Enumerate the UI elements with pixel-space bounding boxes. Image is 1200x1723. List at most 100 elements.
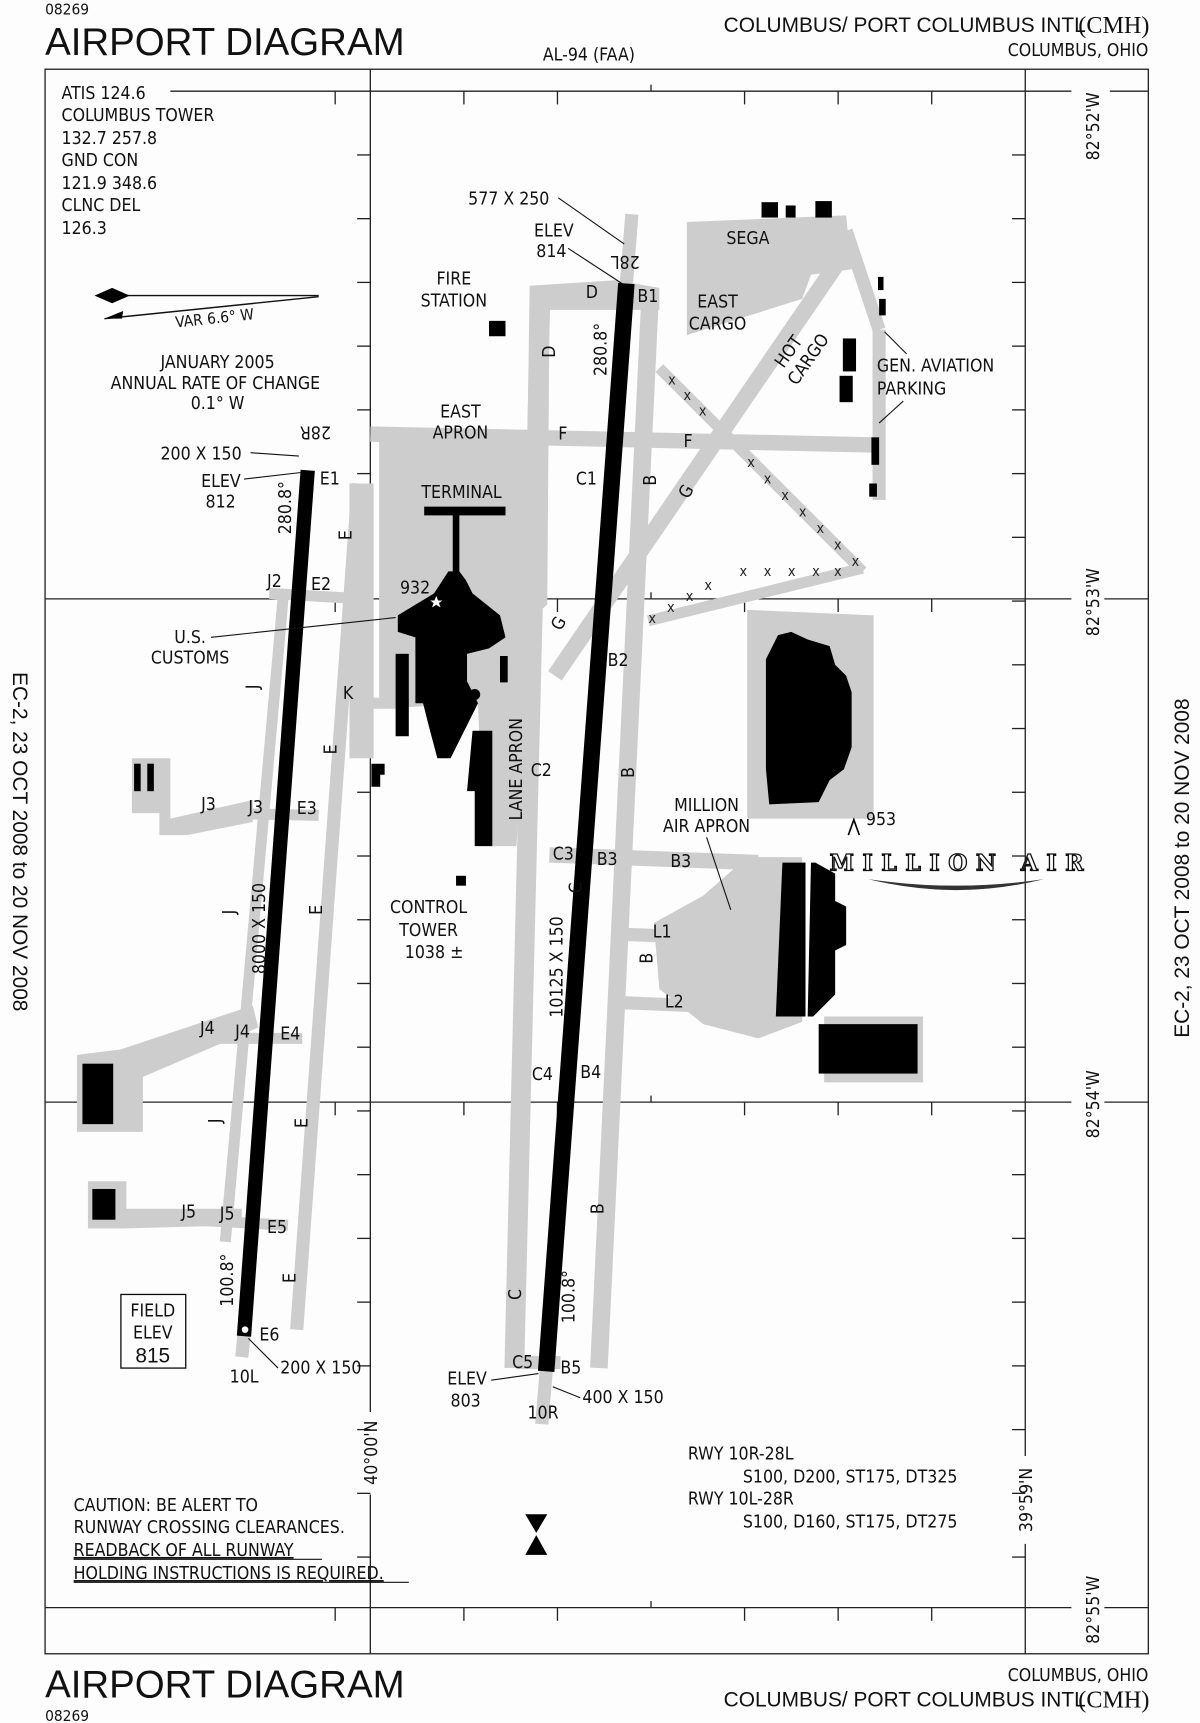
east-cargo-label: EAST (697, 293, 738, 313)
svg-text:x: x (704, 578, 712, 594)
million-air-apron-label-2: AIR APRON (663, 817, 750, 837)
svg-text:B5: B5 (560, 1359, 581, 1379)
footer-airport-code: (CMH) (1078, 1687, 1149, 1714)
svg-text:B: B (619, 767, 639, 778)
control-tower-building (456, 875, 466, 886)
million-air-hangar (775, 862, 806, 1017)
svg-text:D: D (540, 346, 560, 358)
runway-28r-dims: 200 X 150 (160, 444, 241, 464)
sega-label: SEGA (726, 229, 769, 249)
svg-text:D: D (586, 283, 598, 303)
runway-10l-label: 10L (230, 1367, 259, 1387)
svg-text:C5: C5 (512, 1353, 533, 1373)
svg-text:B3: B3 (597, 850, 618, 870)
variation-rate: 0.1° W (191, 394, 245, 414)
svg-text:J4: J4 (234, 1022, 250, 1042)
runway-28r-elev: 812 (206, 493, 236, 513)
svg-text:x: x (740, 564, 748, 580)
svg-text:J: J (206, 1118, 226, 1124)
svg-text:E4: E4 (280, 1025, 300, 1045)
svg-text:E5: E5 (267, 1218, 287, 1238)
control-tower-label: CONTROL (390, 898, 467, 918)
svg-text:E: E (337, 530, 357, 540)
terminal-label: TERMINAL (420, 483, 502, 503)
frequency-block: ATIS 124.6 COLUMBUS TOWER 132.7 257.8 GN… (62, 84, 215, 239)
lat-40-00: 40°00'N (362, 1421, 382, 1485)
svg-text:S100, D160, ST175, DT275: S100, D160, ST175, DT275 (743, 1512, 958, 1532)
lon-82-53: 82°53'W (1084, 568, 1104, 636)
svg-text:J: J (243, 684, 263, 690)
hangar (765, 631, 852, 805)
svg-text:RUNWAY CROSSING CLEARANCES.: RUNWAY CROSSING CLEARANCES. (74, 1518, 345, 1538)
svg-text:CLNC DEL: CLNC DEL (62, 196, 141, 216)
footer-airport-name: COLUMBUS/ PORT COLUMBUS INTL (724, 1689, 1086, 1712)
airport-code: (CMH) (1078, 12, 1149, 39)
footer-city-state: COLUMBUS, OHIO (1008, 1666, 1149, 1686)
svg-text:x: x (699, 403, 707, 419)
svg-text:K: K (343, 684, 354, 704)
runway-28l-dims: 577 X 250 (468, 189, 549, 209)
svg-text:RWY 10R-28L: RWY 10R-28L (688, 1444, 794, 1464)
chart-number: 08269 (45, 0, 89, 18)
svg-text:E: E (281, 1273, 301, 1283)
svg-text:x: x (799, 504, 807, 520)
svg-text:x: x (816, 521, 824, 537)
svg-text:x: x (747, 455, 755, 471)
variation-rate-label: ANNUAL RATE OF CHANGE (111, 374, 320, 394)
runway-10l-28r (236, 469, 315, 1337)
footer-title: AIRPORT DIAGRAM (45, 1664, 405, 1707)
east-cargo-label-2: CARGO (689, 315, 747, 335)
gen-aviation-label: GEN. AVIATION (877, 356, 994, 376)
lon-82-55: 82°55'W (1084, 1575, 1104, 1643)
svg-text:L2: L2 (665, 993, 684, 1013)
svg-text:COLUMBUS TOWER: COLUMBUS TOWER (62, 106, 215, 126)
runway-28r-heading: 280.8° (276, 481, 296, 534)
effective-dates-left: EC-2, 23 OCT 2008 to 20 NOV 2008 (8, 672, 31, 1011)
svg-text:E2: E2 (311, 575, 331, 595)
svg-text:FIELD: FIELD (130, 1301, 175, 1321)
svg-text:C1: C1 (576, 470, 597, 490)
svg-text:C4: C4 (532, 1065, 553, 1085)
field-elevation-box: FIELD ELEV 815 (120, 1293, 187, 1369)
svg-text:x: x (834, 564, 842, 580)
svg-text:x: x (781, 488, 789, 504)
fire-station-label-2: STATION (421, 292, 487, 312)
lon-82-52: 82°52'W (1084, 92, 1104, 160)
svg-text:B4: B4 (580, 1063, 601, 1083)
svg-text:CAUTION: BE ALERT TO: CAUTION: BE ALERT TO (74, 1496, 258, 1516)
svg-text:J2: J2 (266, 572, 282, 592)
svg-text:132.7 257.8: 132.7 257.8 (62, 129, 158, 149)
runway-10r-label: 10R (527, 1404, 558, 1424)
svg-text:ATIS 124.6: ATIS 124.6 (62, 84, 146, 104)
svg-text:C: C (506, 1289, 526, 1300)
control-tower-label-2: TOWER (398, 921, 458, 941)
svg-text:x: x (812, 564, 820, 580)
svg-text:F: F (558, 425, 567, 445)
east-apron-label-2: APRON (433, 423, 489, 443)
gen-aviation-label-2: PARKING (877, 379, 946, 399)
svg-text:E3: E3 (297, 799, 317, 819)
svg-text:B3: B3 (670, 852, 691, 872)
lane-apron-label: LANE APRON (507, 718, 527, 820)
runway-10l-heading: 100.8° (218, 1254, 238, 1307)
svg-text:x: x (667, 600, 675, 616)
million-air-logo: MILLION AIR (829, 850, 1084, 891)
runway-28l-elev-label: ELEV (534, 221, 574, 241)
svg-text:121.9 348.6: 121.9 348.6 (62, 174, 158, 194)
svg-text:B: B (641, 475, 661, 486)
runway-10r-elev: 803 (451, 1392, 481, 1412)
east-apron-label: EAST (440, 403, 481, 423)
runway-28l-heading: 280.8° (592, 323, 612, 376)
variation-label: VAR 6.6° W (174, 305, 255, 331)
svg-text:x: x (684, 388, 692, 404)
svg-text:E6: E6 (259, 1326, 279, 1346)
runway-28l-elev: 814 (536, 242, 566, 262)
effective-dates-right: EC-2, 23 OCT 2008 to 20 NOV 2008 (1171, 698, 1194, 1037)
svg-text:x: x (788, 564, 796, 580)
customs-label: U.S. (174, 628, 206, 648)
svg-text:C: C (566, 882, 586, 893)
runway-10r-dims: 400 X 150 (582, 1388, 663, 1408)
runway-10l-dims: 200 X 150 (280, 1359, 361, 1379)
runway-28r-label: 28R (300, 421, 331, 441)
